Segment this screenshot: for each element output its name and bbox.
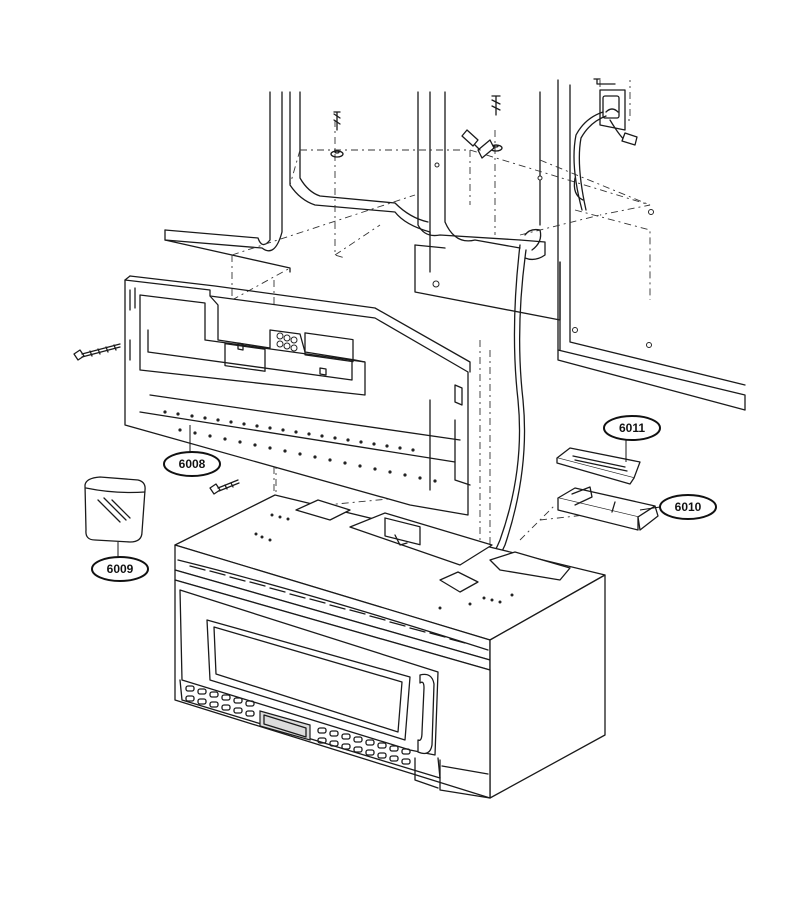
oven-top-screw-holes xyxy=(254,513,514,610)
callout-6008-label: 6008 xyxy=(179,457,206,471)
mounting-plate-center-holes xyxy=(276,332,298,352)
mounting-plate-hole-row xyxy=(163,410,437,483)
callout-6009-label: 6009 xyxy=(107,562,134,576)
filter-cover-part xyxy=(556,447,641,485)
upper-cabinets xyxy=(164,79,746,411)
damper-part xyxy=(557,486,659,531)
oven-keypad-buttons xyxy=(185,685,411,765)
callout-6010: 6010 xyxy=(639,494,717,520)
oven-display-window xyxy=(259,710,311,741)
microwave-oven xyxy=(174,494,606,799)
top-screws xyxy=(330,78,616,159)
oven-front-vents xyxy=(189,565,466,644)
callout-6009: 6009 xyxy=(91,542,149,582)
callout-6011-label: 6011 xyxy=(619,421,645,435)
hardware-bag xyxy=(84,476,146,543)
callout-6011: 6011 xyxy=(603,415,661,462)
callout-6010-label: 6010 xyxy=(675,500,702,514)
callout-6008: 6008 xyxy=(163,425,221,477)
plate-screw-left xyxy=(73,343,121,361)
mounting-plate xyxy=(124,275,471,516)
plate-screw-bottom xyxy=(209,479,240,495)
